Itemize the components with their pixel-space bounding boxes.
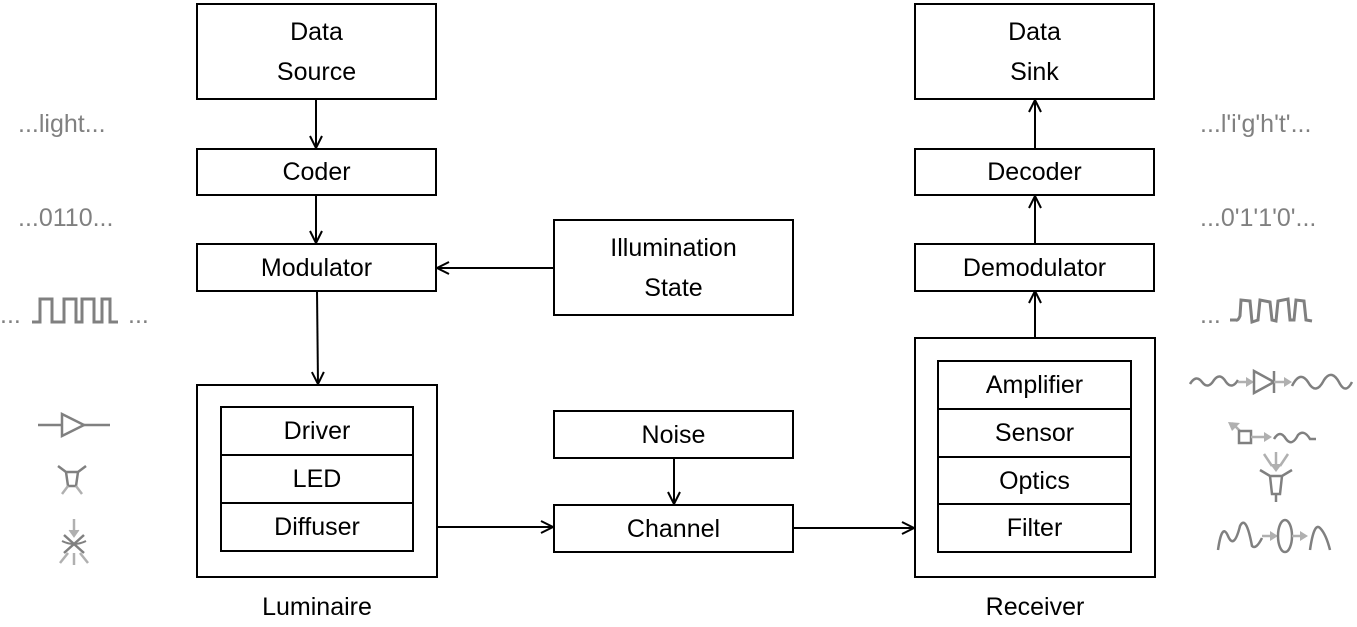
left-bits-annotation: ...0110... <box>18 204 114 232</box>
noise-box: Noise <box>553 410 794 459</box>
right-text-annotation: ...l'i'g'h't'... <box>1200 110 1312 138</box>
filter-wave-icon <box>1216 518 1332 554</box>
modulator-box: Modulator <box>196 243 437 292</box>
left-text-annotation: ...light... <box>18 110 106 138</box>
illumination-state-box: Illumination State <box>553 219 794 316</box>
driver-box: Driver <box>220 406 414 456</box>
decoder-box: Decoder <box>914 148 1155 196</box>
luminaire-caption: Luminaire <box>262 593 372 621</box>
right-bits-annotation: ...0'1'1'0'... <box>1200 204 1317 232</box>
sensor-box: Sensor <box>937 408 1132 458</box>
data-sink-box: Data Sink <box>914 3 1155 100</box>
left-signal-suffix: ... <box>128 301 149 329</box>
square-wave-icon <box>32 297 118 324</box>
receiver-amplifier-icon <box>1188 368 1354 396</box>
led-box: LED <box>220 454 414 504</box>
filter-box: Filter <box>937 503 1132 553</box>
right-signal-prefix: ... <box>1200 301 1221 329</box>
amplifier-box: Amplifier <box>937 360 1132 410</box>
optics-box: Optics <box>937 456 1132 506</box>
distorted-wave-icon <box>1230 297 1313 325</box>
coder-box: Coder <box>196 148 437 196</box>
photodiode-sensor-icon <box>1228 422 1316 445</box>
data-source-box: Data Source <box>196 3 437 100</box>
receiver-caption: Receiver <box>985 593 1085 621</box>
led-emitter-icon <box>57 465 87 495</box>
amplifier-driver-icon <box>38 411 110 439</box>
diffuser-scatter-icon <box>59 519 89 565</box>
arrow-modulator-to-luminaire <box>317 290 318 384</box>
diffuser-box: Diffuser <box>220 502 414 552</box>
demodulator-box: Demodulator <box>914 243 1155 292</box>
left-signal-prefix: ... <box>0 301 21 329</box>
optics-lens-icon <box>1259 452 1293 502</box>
channel-box: Channel <box>553 504 794 553</box>
